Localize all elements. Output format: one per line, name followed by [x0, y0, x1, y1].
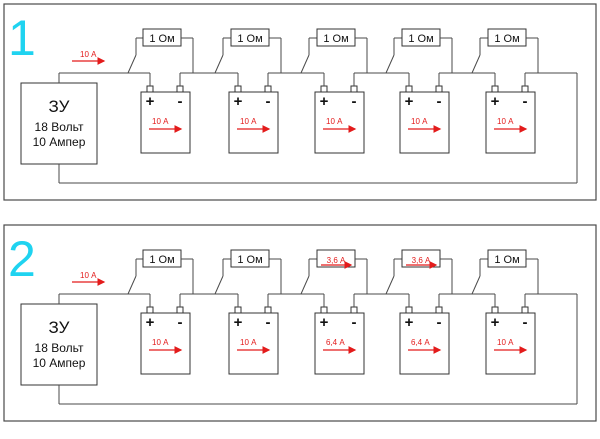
minus-sign: - [352, 93, 357, 110]
charger-label: ЗУ [49, 318, 70, 337]
battery-body [228, 91, 279, 154]
battery-body [485, 312, 536, 375]
battery-4: + -6,4 А 3,6 А [385, 249, 482, 375]
battery-current-label: 10 А [326, 117, 343, 126]
plus-terminal [405, 306, 413, 314]
plus-terminal [491, 85, 499, 93]
plus-terminal [146, 85, 154, 93]
battery-2: + -10 А 1 Ом [214, 249, 311, 375]
plus-terminal [234, 85, 242, 93]
minus-terminal [435, 85, 443, 93]
resistor-label: 1 Ом [494, 254, 519, 266]
battery-current-label: 10 А [497, 338, 514, 347]
battery-body [228, 312, 279, 375]
plus-sign: + [234, 314, 243, 331]
battery-body [399, 312, 450, 375]
plus-terminal [146, 306, 154, 314]
battery-current-label: 10 А [240, 338, 257, 347]
resistor-label: 1 Ом [237, 254, 262, 266]
charger-label: ЗУ [49, 97, 70, 116]
resistor-label: 1 Ом [149, 33, 174, 45]
minus-sign: - [352, 314, 357, 331]
battery-current-label: 6,4 А [326, 338, 345, 347]
battery-current-label: 10 А [152, 117, 169, 126]
battery-current-label: 10 А [240, 117, 257, 126]
battery-current-label: 10 А [152, 338, 169, 347]
resistor-label: 1 Ом [237, 33, 262, 45]
battery-body [314, 91, 365, 154]
charger-voltage: 18 Вольт [35, 120, 84, 134]
plus-sign: + [491, 93, 500, 110]
battery-current-label: 10 А [497, 117, 514, 126]
panel-number: 2 [8, 231, 36, 287]
minus-terminal [264, 85, 272, 93]
resistor-label: 1 Ом [149, 254, 174, 266]
minus-sign: - [437, 314, 442, 331]
minus-terminal [521, 306, 529, 314]
minus-sign: - [523, 93, 528, 110]
input-current-label: 10 А [80, 271, 97, 280]
battery-1: + -10 А 1 Ом [127, 28, 225, 154]
battery-5: + -10 А 1 Ом [471, 28, 577, 154]
battery-1: + -10 А 1 Ом [127, 249, 225, 375]
battery-body [140, 91, 191, 154]
charger-box [20, 303, 98, 386]
plus-sign: + [491, 314, 500, 331]
minus-terminal [264, 306, 272, 314]
minus-sign: - [523, 314, 528, 331]
plus-terminal [320, 306, 328, 314]
resistor-label: 1 Ом [494, 33, 519, 45]
resistor-current-label: 3,6 А [327, 256, 346, 265]
battery-body [140, 312, 191, 375]
minus-sign: - [266, 93, 271, 110]
panel-number: 1 [8, 10, 36, 66]
plus-sign: + [234, 93, 243, 110]
panel-frame [3, 224, 597, 422]
plus-sign: + [405, 93, 414, 110]
battery-3: + -6,4 А 3,6 А [300, 249, 396, 375]
battery-current-label: 10 А [411, 117, 428, 126]
minus-terminal [435, 306, 443, 314]
minus-sign: - [178, 93, 183, 110]
resistor-current-label: 3,6 А [412, 256, 431, 265]
minus-sign: - [266, 314, 271, 331]
resistor-label: 1 Ом [408, 33, 433, 45]
plus-sign: + [146, 93, 155, 110]
minus-terminal [350, 85, 358, 93]
panel-frame [3, 3, 597, 201]
plus-terminal [405, 85, 413, 93]
input-current-label: 10 А [80, 50, 97, 59]
charger-current: 10 Ампер [33, 356, 86, 370]
battery-body [399, 91, 450, 154]
minus-terminal [350, 306, 358, 314]
charger-voltage: 18 Вольт [35, 341, 84, 355]
plus-sign: + [320, 93, 329, 110]
battery-4: + -10 А 1 Ом [385, 28, 482, 154]
minus-sign: - [178, 314, 183, 331]
resistor-label: 1 Ом [323, 33, 348, 45]
minus-terminal [176, 306, 184, 314]
minus-sign: - [437, 93, 442, 110]
battery-2: + -10 А 1 Ом [214, 28, 311, 154]
battery-body [314, 312, 365, 375]
plus-sign: + [320, 314, 329, 331]
plus-terminal [491, 306, 499, 314]
minus-terminal [521, 85, 529, 93]
battery-3: + -10 А 1 Ом [300, 28, 396, 154]
battery-body [485, 91, 536, 154]
battery-5: + -10 А 1 Ом [471, 249, 577, 375]
plus-sign: + [405, 314, 414, 331]
plus-sign: + [146, 314, 155, 331]
plus-terminal [234, 306, 242, 314]
plus-terminal [320, 85, 328, 93]
charger-current: 10 Ампер [33, 135, 86, 149]
battery-current-label: 6,4 А [411, 338, 430, 347]
minus-terminal [176, 85, 184, 93]
